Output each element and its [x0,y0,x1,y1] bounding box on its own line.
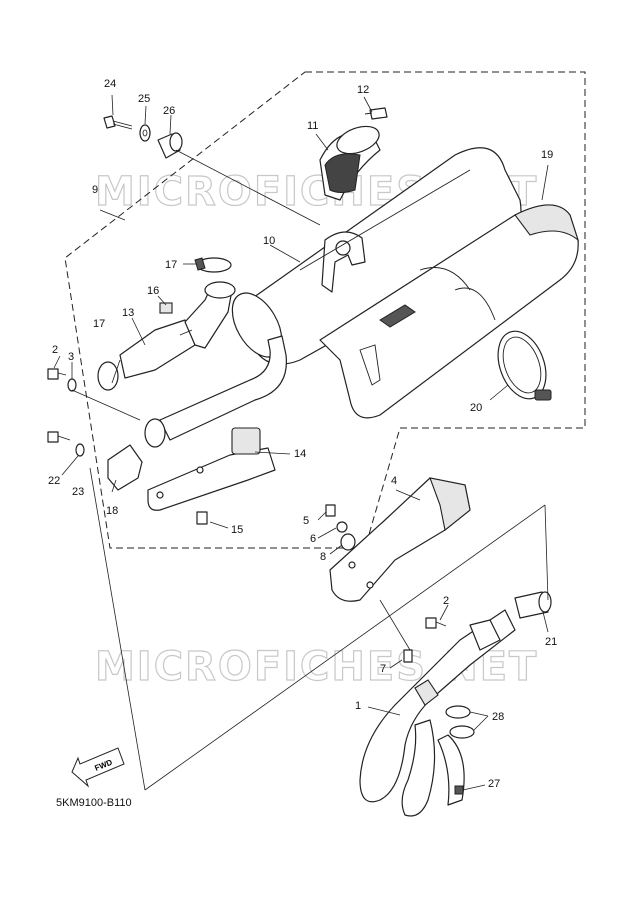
callout-16: 16 [147,285,159,297]
collar-26 [157,132,183,159]
collar-21 [514,591,552,619]
callout-25: 25 [138,93,150,105]
exhaust-protector-4 [329,477,471,602]
callout-18: 18 [106,505,118,517]
callout-8: 8 [320,551,326,563]
gasket-18 [107,444,143,491]
exhaust-pipe-1 [359,609,516,817]
callout-6: 6 [310,533,316,545]
inlet-pipe [144,335,288,448]
callout-26: 26 [163,105,175,117]
diagram-code: 5KM9100-B110 [56,797,132,809]
heat-protector [147,427,276,511]
callout-9: 9 [92,184,98,196]
collar-8 [340,533,356,551]
washer-25 [139,124,151,142]
callout-10: 10 [263,235,275,247]
washer-3 [67,378,77,392]
callout-4: 4 [391,475,397,487]
bracket-16 [159,302,173,314]
callout-17-upper: 17 [165,259,177,271]
bolt-5 [325,504,336,517]
bolt-2-left [47,368,67,380]
clamp-band [497,330,552,401]
callout-27: 27 [488,778,500,790]
callout-5: 5 [303,515,309,527]
callout-3: 3 [68,351,74,363]
bolt-7 [403,649,413,663]
callout-20: 20 [470,402,482,414]
callout-2-left: 2 [52,344,58,356]
heat-shield [319,204,580,419]
clamp-17-lower [97,361,119,391]
callout-11: 11 [307,120,318,132]
assembly-boundary [64,71,586,549]
callout-2-right: 2 [443,595,449,607]
gasket-28a [445,705,471,719]
bolt-15 [196,511,208,525]
bolt-24 [103,115,133,130]
callout-24: 24 [104,78,116,90]
callout-21: 21 [545,636,557,648]
callout-14: 14 [294,448,306,460]
joint-pipe [119,281,236,379]
clamp-17-upper [194,257,232,273]
fwd-arrow: FWD [71,747,125,788]
callout-15: 15 [231,524,243,536]
callout-23: 23 [72,486,84,498]
leader-lines [53,94,549,791]
callout-7: 7 [380,663,386,675]
nut-27 [454,785,464,795]
gasket-28b [449,725,475,739]
callout-12: 12 [357,84,369,96]
bolt-12 [364,107,388,120]
bolt-22 [47,431,71,443]
callout-13: 13 [122,307,134,319]
callout-28: 28 [492,711,504,723]
callout-1: 1 [355,700,361,712]
spark-arrestor [319,125,381,201]
washer-6 [336,521,348,533]
washer-23 [75,443,85,457]
callout-19: 19 [541,149,553,161]
callout-17-lower: 17 [93,318,105,330]
callout-22: 22 [48,475,60,487]
bolt-2-right [425,617,447,629]
